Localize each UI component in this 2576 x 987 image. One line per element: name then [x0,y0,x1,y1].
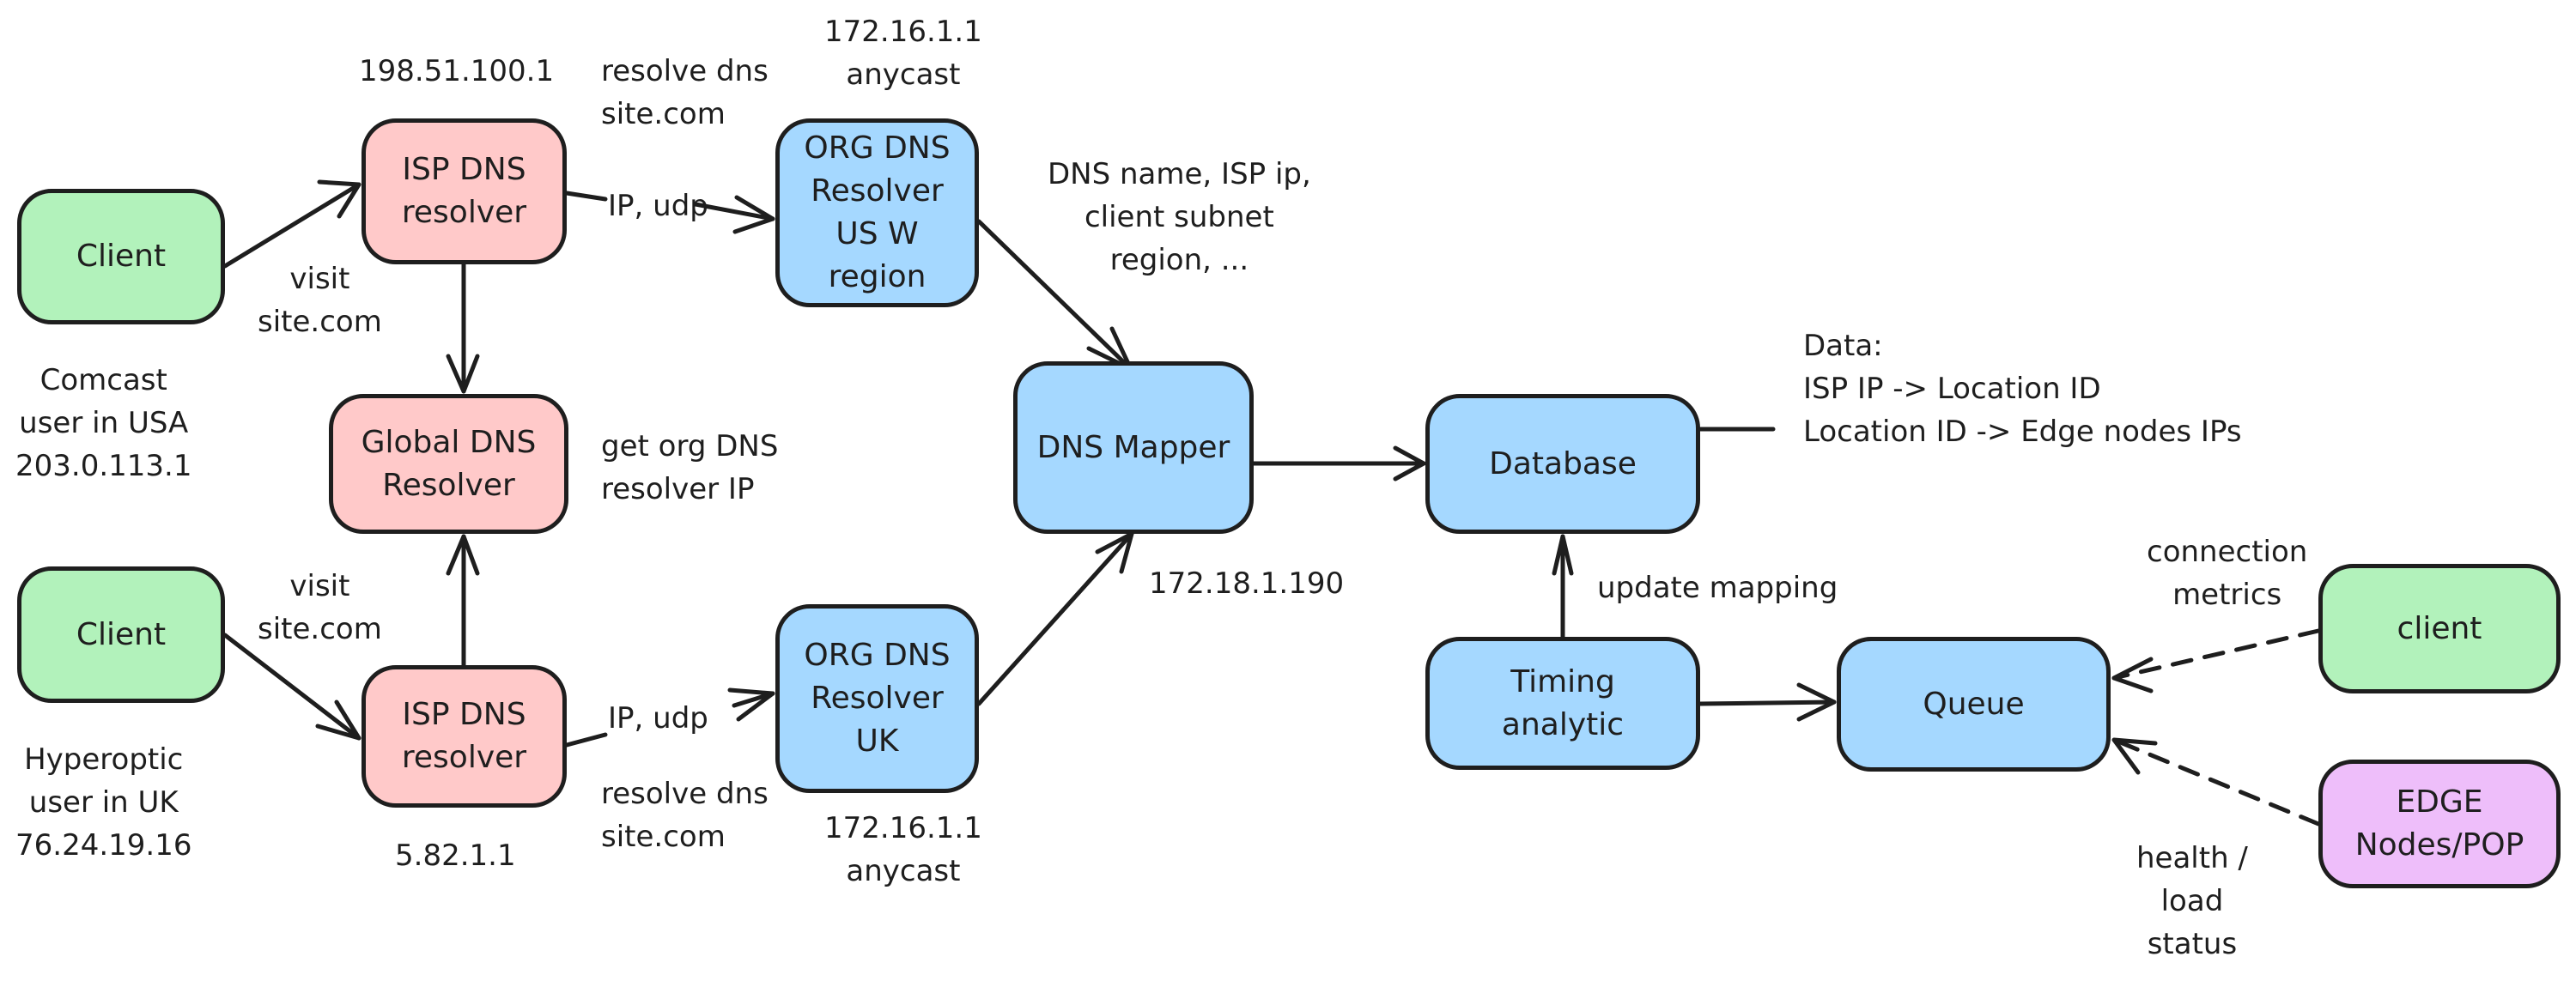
label-visit-top: visit site.com [258,262,382,339]
node-label: Database [1489,445,1637,481]
label-resolve-dns-bottom: resolve dns site.com [601,777,769,854]
node-label: Timing analytic [1501,663,1625,742]
node-label: ISP DNS resolver [401,697,527,775]
node-label: Client [76,616,167,652]
arrow-org-uk-to-dns-mapper [976,531,1134,706]
node-global-dns-resolver[interactable]: Global DNS Resolver [329,394,568,534]
arrow-dns-mapper-to-database [1251,445,1426,481]
label-org-uk-ip: 172.16.1.1 anycast [824,811,982,888]
arrow-isp-uk-to-global-dns [446,534,480,668]
arrow-client-usa-to-isp-usa [222,179,361,269]
node-label: ORG DNS Resolver UK [804,638,951,759]
label-isp-usa-ip: 198.51.100.1 [359,54,555,88]
label-isp-uk-ip: 5.82.1.1 [395,839,516,873]
label-visit-bottom: visit site.com [258,569,382,646]
label-hyperoptic-user: Hyperoptic user in UK 76.24.19.16 [15,742,192,863]
label-comcast-user: Comcast user in USA 203.0.113.1 [15,363,192,483]
label-update-mapping: update mapping [1597,571,1838,605]
label-health-load-status: health / load status [2136,841,2248,961]
label-ip-udp-bottom: IP, udp [608,701,708,736]
node-timing-analytic[interactable]: Timing analytic [1425,637,1700,770]
node-label: Global DNS Resolver [361,424,537,503]
arrow-timing-to-queue [1698,682,1837,722]
label-get-org-dns: get org DNS resolver IP [601,429,779,506]
label-dns-mapper-ip: 172.18.1.190 [1149,566,1345,601]
label-data-note: Data: ISP IP -> Location ID Location ID … [1803,329,2242,449]
arrow-timing-to-database [1552,534,1574,639]
label-ip-udp-top: IP, udp [608,189,708,223]
node-label: Queue [1923,686,2025,722]
arrow-client-uk-to-isp-uk [222,633,361,741]
node-edge-nodes-pop[interactable]: EDGE Nodes/POP [2318,760,2561,888]
label-dns-name-info: DNS name, ISP ip, client subnet region, … [1048,157,1311,277]
node-org-dns-resolver-usw[interactable]: ORG DNS Resolver US W region [775,118,979,307]
node-database[interactable]: Database [1425,394,1700,534]
arrow-isp-usa-to-org-usw [564,191,775,234]
label-org-usw-ip: 172.16.1.1 anycast [824,15,982,92]
arrow-isp-usa-to-global-dns [446,255,480,394]
node-label: DNS Mapper [1036,429,1230,465]
node-client-metrics[interactable]: client [2318,564,2561,693]
node-org-dns-resolver-uk[interactable]: ORG DNS Resolver UK [775,604,979,793]
node-label: ORG DNS Resolver US W region [804,130,951,294]
node-label: ISP DNS resolver [401,152,527,230]
arrow-isp-uk-to-org-uk [564,687,775,748]
node-isp-dns-resolver-uk[interactable]: ISP DNS resolver [361,665,567,808]
arrow-edge-to-queue [2111,737,2321,827]
node-label: Client [76,239,167,274]
label-connection-metrics: connection metrics [2147,535,2308,612]
node-label: EDGE Nodes/POP [2354,784,2524,863]
node-dns-mapper[interactable]: DNS Mapper [1013,361,1254,534]
node-label: client [2397,610,2482,646]
node-queue[interactable]: Queue [1837,637,2111,772]
label-resolve-dns-top: resolve dns site.com [601,54,769,131]
node-client-uk[interactable]: Client [17,566,225,703]
node-client-usa[interactable]: Client [17,189,225,324]
node-isp-dns-resolver-usa[interactable]: ISP DNS resolver [361,118,567,264]
arrow-client-to-queue [2111,628,2321,693]
